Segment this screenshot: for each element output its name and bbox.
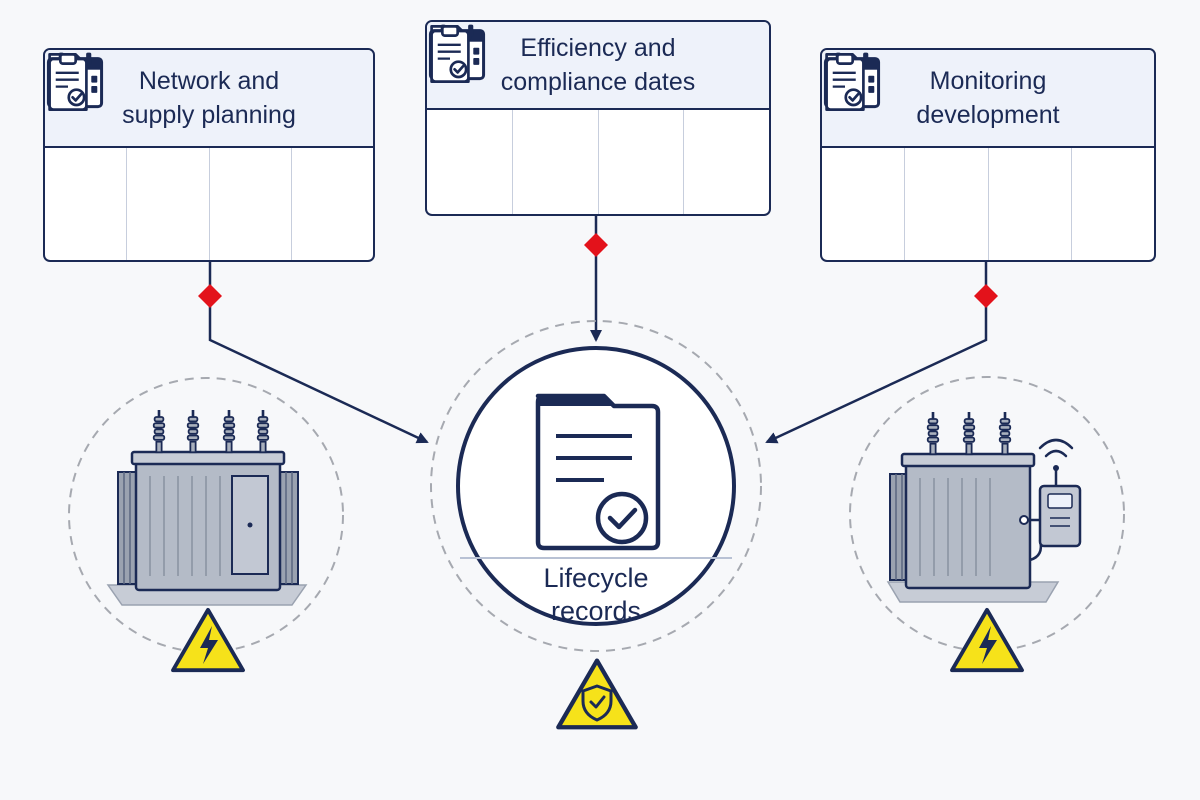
icon-cell	[427, 110, 513, 214]
card-network-supply-planning: Network and supply planning	[43, 48, 375, 262]
card-title-line: supply planning	[122, 101, 296, 129]
card-icon-row	[822, 148, 1154, 262]
card-title-line: development	[916, 101, 1060, 129]
card-efficiency-compliance-dates: Efficiency and compliance dates	[425, 20, 771, 216]
card-title-line: Network and	[138, 67, 280, 95]
icon-cell	[822, 148, 906, 260]
icon-cell	[127, 148, 210, 260]
connector-center	[584, 216, 608, 342]
transformer-right	[849, 376, 1125, 652]
card-title-line: compliance dates	[500, 68, 696, 96]
icon-cell	[292, 148, 373, 262]
connector-marker	[198, 284, 222, 308]
checklist-icon	[822, 50, 868, 114]
icon-cell	[1072, 148, 1154, 262]
dashed-circle	[430, 320, 762, 652]
hub-label: Lifecycle records	[460, 562, 732, 628]
card-icon-row	[427, 110, 769, 216]
icon-cell	[905, 148, 989, 260]
connector-marker	[974, 284, 998, 308]
icon-cell	[684, 110, 769, 216]
icon-cell	[210, 148, 292, 260]
checklist-icon	[427, 22, 473, 86]
records-document-icon	[535, 393, 661, 551]
hub-label-line: records	[550, 596, 642, 626]
electric-hazard-icon	[171, 607, 245, 673]
connector-left	[198, 262, 429, 444]
lifecycle-records-hub	[430, 320, 762, 652]
card-icon-row	[45, 148, 373, 262]
connector-right	[765, 262, 998, 444]
checklist-icon	[45, 50, 91, 114]
electric-hazard-icon	[950, 607, 1024, 673]
icon-cell	[989, 148, 1072, 260]
icon-cell	[513, 110, 599, 214]
icon-cell	[45, 148, 128, 260]
card-title-line: Efficiency and	[520, 34, 676, 62]
signal-waves-icon	[1044, 449, 1068, 458]
transformer-left	[68, 377, 344, 653]
card-title-line: Monitoring	[929, 67, 1047, 95]
card-monitoring-development: Monitoring development	[820, 48, 1156, 262]
hub-label-line: Lifecycle	[543, 563, 649, 593]
icon-cell	[599, 110, 685, 214]
check-icon	[607, 507, 638, 530]
shield-warning-icon	[558, 661, 635, 728]
connector-marker	[584, 233, 608, 257]
